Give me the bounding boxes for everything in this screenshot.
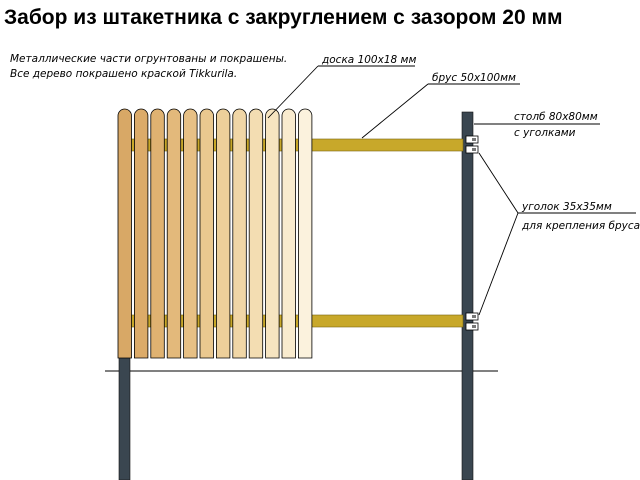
picket-10	[265, 108, 280, 359]
angle-bracket-upper	[465, 135, 479, 154]
angle-bracket-lower	[465, 312, 479, 331]
pickets	[117, 108, 313, 359]
picket-4	[166, 108, 182, 359]
picket-3	[150, 108, 165, 359]
label-angle-2: для крепления бруса	[521, 220, 640, 232]
picket-5	[183, 108, 198, 359]
label-angle-1: уголок 35х35мм	[521, 201, 612, 213]
label-post-1: столб 80х80мм	[514, 111, 598, 123]
note-line-1: Металлические части огрунтованы и покраш…	[10, 53, 287, 65]
leader-beam	[361, 83, 429, 139]
leader-angle-lower	[478, 212, 519, 316]
leader-angle-upper	[478, 152, 519, 214]
picket-12	[298, 108, 313, 359]
picket-7	[216, 108, 231, 359]
picket-6	[199, 108, 214, 359]
picket-1	[117, 108, 132, 359]
picket-9	[248, 108, 264, 359]
right-post	[461, 111, 474, 480]
label-post-2: с уголками	[514, 127, 576, 139]
picket-8	[232, 108, 247, 359]
diagram-title: Забор из штакетника с закруглением с заз…	[4, 6, 563, 29]
leader-board	[267, 65, 319, 119]
left-post	[118, 354, 131, 480]
label-beam: брус 50х100мм	[432, 72, 516, 84]
label-board: доска 100х18 мм	[321, 54, 416, 66]
picket-2	[134, 108, 149, 359]
note-line-2: Все дерево покрашено краской Tikkurila.	[10, 68, 237, 80]
picket-11	[281, 108, 296, 359]
